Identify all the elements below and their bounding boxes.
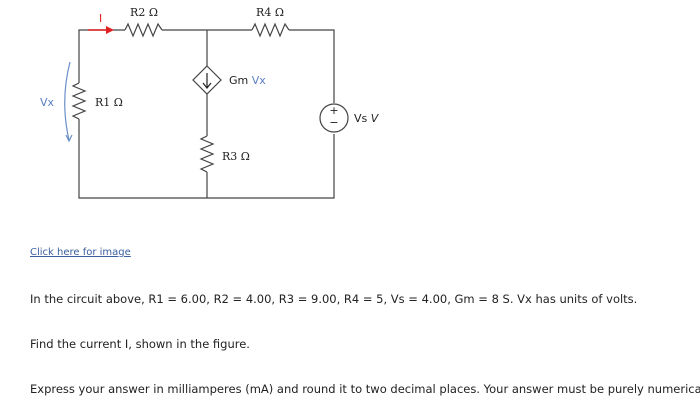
resistor-r4	[251, 22, 290, 38]
resistor-r1	[71, 82, 87, 120]
label-vx: Vx	[40, 96, 55, 109]
question-text: Find the current I, shown in the figure.	[30, 337, 250, 351]
source-arrow-down-icon	[202, 73, 212, 89]
problem-statement: In the circuit above, R1 = 6.00, R2 = 4.…	[30, 292, 638, 306]
vs-minus-sign: −	[329, 116, 338, 129]
circuit-wires	[71, 22, 349, 199]
label-r1: R1 Ω	[95, 96, 123, 109]
voltage-source	[319, 103, 349, 133]
image-link[interactable]: Click here for image	[30, 247, 131, 258]
label-r3: R3 Ω	[222, 150, 250, 163]
label-r2: R2 Ω	[130, 6, 158, 19]
current-arrow-icon	[88, 26, 114, 34]
vs-plus-sign: +	[329, 104, 338, 117]
label-current: I	[99, 12, 102, 25]
resistor-r2	[124, 22, 163, 38]
label-vs: Vs V	[354, 112, 380, 125]
vx-arrow-icon	[64, 61, 73, 143]
label-gm: Gm Vx	[229, 74, 266, 87]
instructions-text: Express your answer in milliamperes (mA)…	[30, 382, 700, 396]
circuit-diagram: R2 Ω R4 Ω R1 Ω R3 Ω I Vx Gm Vx Vs V + −	[40, 6, 380, 199]
wire-top-left	[78, 29, 125, 83]
resistor-r3	[199, 135, 215, 173]
wire-top-right	[289, 29, 335, 103]
label-r4: R4 Ω	[256, 6, 284, 19]
